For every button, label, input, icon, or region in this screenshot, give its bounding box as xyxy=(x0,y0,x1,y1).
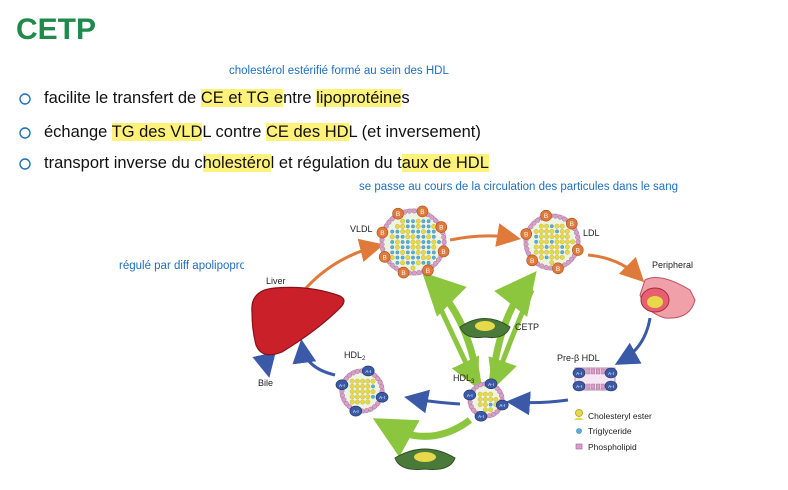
prebeta-hdl-particle: A-I A-I A-I A-I xyxy=(572,367,618,392)
text-segment: échange xyxy=(44,123,112,141)
bullet-item: échange TG des VLDL contre CE des HDL (e… xyxy=(16,123,481,142)
bile-label: Bile xyxy=(258,378,273,388)
legend: Cholesteryl ester Triglyceride Phospholi… xyxy=(574,409,652,452)
text-segment: ntre xyxy=(283,89,317,107)
apo-ai-label: A-I xyxy=(576,384,582,389)
bullet-text: facilite le transfert de CE et TG entre … xyxy=(44,89,410,107)
apo-ai-label: A-I xyxy=(339,383,345,388)
arrow-vldl-to-hdl3 xyxy=(429,288,479,390)
page-title: CETP xyxy=(16,13,97,46)
highlighted-text: CE et TG e xyxy=(200,89,284,107)
apo-b-label: B xyxy=(401,270,405,277)
apo-b-label: B xyxy=(530,258,534,265)
note-circulation: se passe au cours de la circulation des … xyxy=(359,181,678,193)
apo-ai-label: A-I xyxy=(499,403,505,408)
ldl-label: LDL xyxy=(583,228,600,238)
cetp-protein-icon xyxy=(394,448,456,470)
apo-b-label: B xyxy=(544,213,548,220)
apo-b-label: B xyxy=(383,254,387,261)
cetp-protein-icon xyxy=(459,318,511,338)
svg-text:Triglyceride: Triglyceride xyxy=(588,426,632,436)
hdl2-particle: A-I A-I A-I A-I xyxy=(335,365,389,417)
note-regulated: régulé par diff apolipoprot xyxy=(119,260,250,272)
peripheral-label: Peripheral xyxy=(652,260,693,270)
hdl3-label: HDL3 xyxy=(453,373,475,385)
apo-b-label: B xyxy=(576,247,580,254)
apo-b-label: B xyxy=(439,225,443,232)
apo-b-label: B xyxy=(396,211,400,218)
bullet-item: transport inverse du cholestérol et régu… xyxy=(16,154,489,173)
text-segment: transport inverse du c xyxy=(44,154,203,172)
apo-ai-label: A-I xyxy=(353,409,359,414)
apo-ai-label: A-I xyxy=(608,371,614,376)
highlighted-text: CE des HD xyxy=(266,123,349,141)
cetp-label: CETP xyxy=(515,322,539,332)
apo-ai-label: A-I xyxy=(467,393,473,398)
prebeta-hdl-label: Pre-β HDL xyxy=(557,353,600,363)
arrow-hdl3-to-hdl2-green xyxy=(372,417,473,457)
text-segment: facilite le transfert de xyxy=(44,89,201,107)
apo-ai-label: A-I xyxy=(576,371,582,376)
highlighted-text: TG des VLD xyxy=(111,123,203,141)
arrow-vldl-to-ldl xyxy=(449,223,521,247)
apo-ai-label: A-I xyxy=(365,369,371,374)
legend-item-triglyceride: Triglyceride xyxy=(576,426,632,436)
peripheral-vessel-icon xyxy=(639,277,696,319)
apo-b-label: B xyxy=(570,221,574,228)
bullet-circle-icon xyxy=(19,92,31,105)
arrow-ldl-to-hdl3 xyxy=(488,288,535,390)
bullet-item: facilite le transfert de CE et TG entre … xyxy=(16,89,410,108)
apo-ai-label: A-I xyxy=(608,384,614,389)
vldl-particle: B B B B B B B B xyxy=(376,205,450,279)
apo-b-label: B xyxy=(426,268,430,275)
ldl-particle: B B B B B B xyxy=(520,209,584,275)
liver-label: Liver xyxy=(266,276,286,286)
text-segment: L contre xyxy=(202,123,266,141)
hdl2-label: HDL2 xyxy=(344,350,366,362)
arrow-prebeta-to-hdl3 xyxy=(506,391,569,416)
arrow-hdl3-to-hdl2 xyxy=(404,389,461,414)
note-hdl-formed: cholestérol estérifié formé au sein des … xyxy=(229,65,449,77)
bullet-circle-icon xyxy=(19,126,31,139)
svg-text:Cholesteryl ester: Cholesteryl ester xyxy=(588,411,652,421)
apo-ai-label: A-I xyxy=(478,414,484,419)
arrow-hdl2-to-liver xyxy=(292,339,336,377)
text-segment: L (et inversement) xyxy=(348,123,481,141)
bullet-text: échange TG des VLDL contre CE des HDL (e… xyxy=(44,123,481,141)
bullet-circle-icon xyxy=(19,157,31,170)
apo-b-label: B xyxy=(380,230,384,237)
text-segment: s xyxy=(401,89,410,107)
apo-b-label: B xyxy=(524,232,528,239)
apo-ai-label: A-I xyxy=(379,395,385,400)
vldl-label: VLDL xyxy=(350,224,373,234)
text-segment: l et régulation du t xyxy=(270,154,402,172)
liver-icon xyxy=(251,286,345,356)
arrow-peripheral-to-prebeta xyxy=(614,317,652,365)
apo-b-label: B xyxy=(556,266,560,273)
hdl3-particle: A-I A-I A-I A-I xyxy=(463,378,509,422)
highlighted-text: aux de HDL xyxy=(401,154,489,172)
highlighted-text: lipoprotéine xyxy=(316,89,402,107)
legend-item-cholesteryl-ester: Cholesteryl ester xyxy=(574,409,652,421)
bullet-text: transport inverse du cholestérol et régu… xyxy=(44,154,489,172)
arrow-ldl-to-peripheral xyxy=(587,253,645,283)
apo-b-label: B xyxy=(441,249,445,256)
svg-text:Phospholipid: Phospholipid xyxy=(588,442,637,452)
legend-item-phospholipid: Phospholipid xyxy=(575,442,637,452)
apo-b-label: B xyxy=(420,209,424,216)
highlighted-text: holestéro xyxy=(202,154,271,172)
apo-ai-label: A-I xyxy=(488,382,494,387)
